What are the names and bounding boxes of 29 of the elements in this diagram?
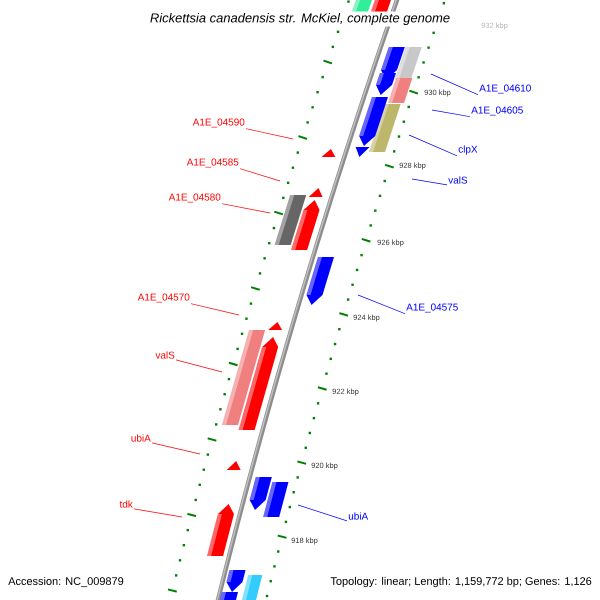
- leader-line: [412, 178, 448, 186]
- leader-line: [190, 303, 240, 316]
- accession-text: Accession: NC_009879: [7, 576, 125, 588]
- gene-label: A1E_04605: [471, 106, 523, 116]
- gene-label: ubiA: [348, 512, 368, 520]
- leader-line: [298, 504, 348, 522]
- leader-line: [358, 294, 406, 314]
- leader-line: [134, 508, 182, 518]
- leader-line: [432, 110, 470, 118]
- gene-label: A1E_04590: [192, 118, 244, 128]
- leader-line: [240, 168, 280, 182]
- gene-label: A1E_04570: [138, 294, 190, 302]
- gene-label: A1E_04610: [479, 84, 531, 94]
- gene-label: clpX: [458, 145, 478, 155]
- leader-line: [222, 203, 270, 214]
- gene-label: tdk: [120, 500, 133, 508]
- leader-line: [246, 128, 294, 140]
- genome-info-text: Topology: linear; Length: 1,159,772 bp; Genes: 1,126: [329, 576, 593, 588]
- gene-label: ubiA: [132, 434, 151, 442]
- gene-label: valS: [155, 351, 174, 359]
- leader-line: [408, 134, 458, 156]
- gene-label: A1E_04575: [406, 304, 458, 312]
- leader-line: [152, 442, 200, 454]
- gene-label: A1E_04580: [168, 194, 220, 202]
- title: Rickettsia canadensis str. McKiel, complete genome: [148, 11, 452, 27]
- leader-line: [176, 360, 222, 372]
- gene-label: A1E_04585: [186, 158, 238, 168]
- leader-line: [430, 74, 478, 96]
- gene-label: valS: [448, 176, 468, 184]
